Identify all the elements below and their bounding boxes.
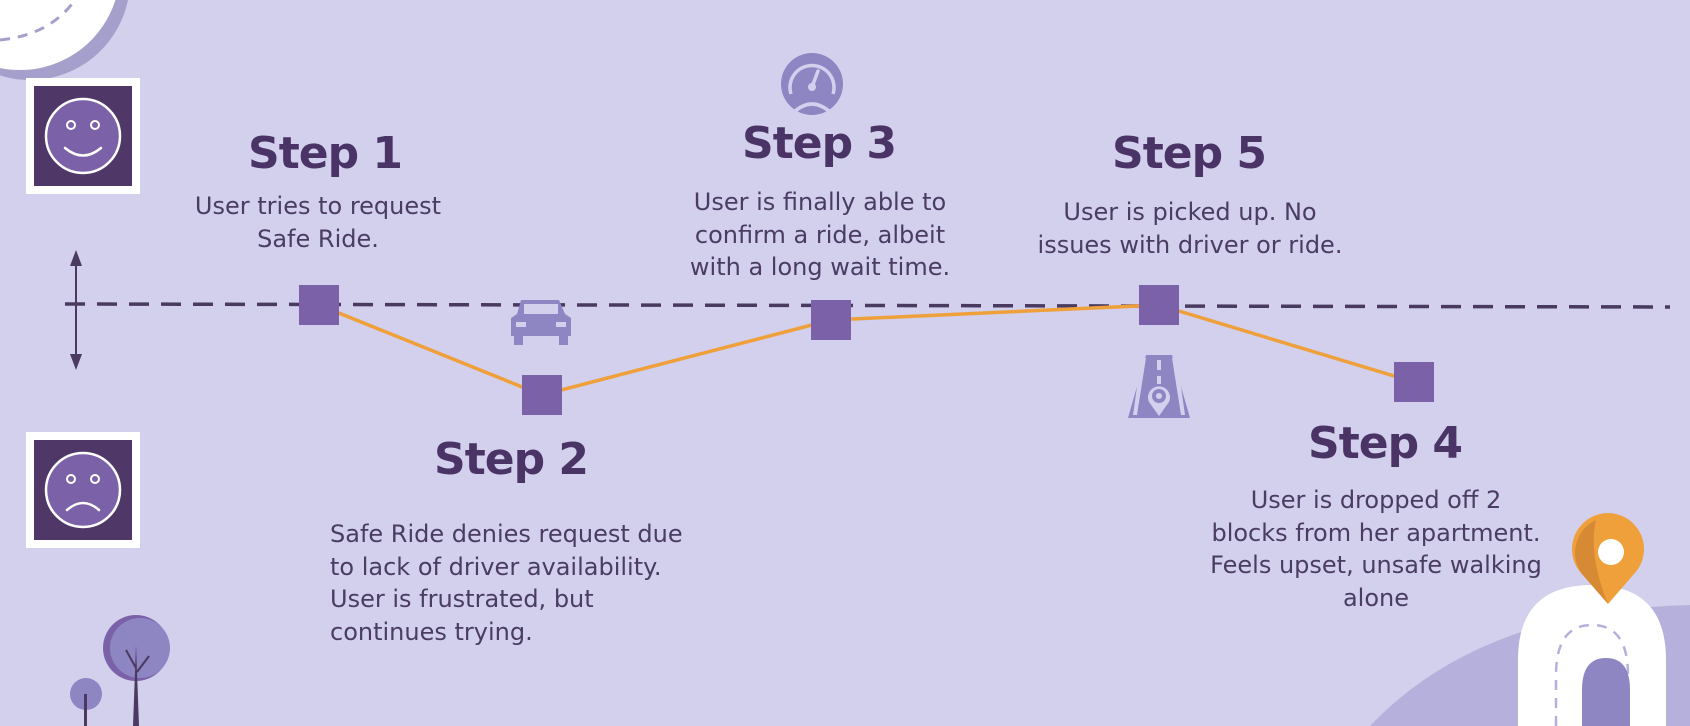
step-1-description: User tries to request Safe Ride. <box>194 192 442 253</box>
corner-decoration <box>0 0 128 80</box>
step-2-description: Safe Ride denies request due to lack of … <box>330 520 683 646</box>
sad-face-icon <box>34 440 132 540</box>
sad-face-card <box>26 432 140 548</box>
road-pin-icon <box>1128 355 1190 418</box>
speedometer-icon <box>781 53 843 115</box>
tree-icon <box>70 615 170 726</box>
step-3-description: User is finally able to confirm a ride, … <box>689 188 951 281</box>
step-3-marker <box>811 300 851 340</box>
sentiment-scale-arrow <box>70 250 82 370</box>
step-4-title: Step 4 <box>1308 418 1463 469</box>
step-2-title: Step 2 <box>434 434 589 485</box>
step-1-marker <box>299 285 339 325</box>
step-5-description: User is picked up. No issues with driver… <box>1037 198 1343 259</box>
journey-path-line <box>318 303 1415 397</box>
happy-face-card <box>26 78 140 194</box>
step-5-marker <box>1139 285 1179 325</box>
destination-road-decoration <box>1370 585 1690 726</box>
step-4-description: User is dropped off 2 blocks from her ap… <box>1210 486 1542 612</box>
step-2-marker <box>522 375 562 415</box>
step-3-title: Step 3 <box>742 118 897 169</box>
step-5-title: Step 5 <box>1112 128 1267 179</box>
step-1-title: Step 1 <box>248 128 403 179</box>
step-4-marker <box>1394 362 1434 402</box>
location-pin-icon <box>1572 513 1644 604</box>
happy-face-icon <box>34 86 132 186</box>
car-icon <box>511 300 571 345</box>
